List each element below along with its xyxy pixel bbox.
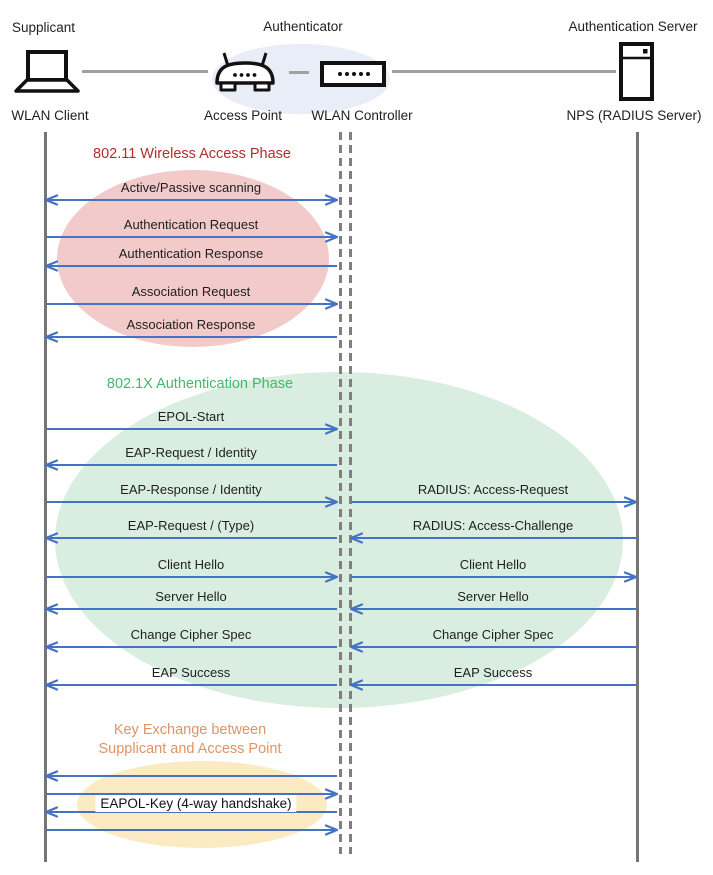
role-label-authenticator: Authenticator [263,19,343,34]
node-label-wlan-client: WLAN Client [11,108,89,123]
message-label: Change Cipher Spec [130,627,252,642]
controller-lifeline-dashed-1 [339,132,342,854]
message-label: EAP Success [453,665,533,680]
message-label: Server Hello [155,589,227,604]
phase-title-key-exchange-line2: Supplicant and Access Point [98,741,282,757]
server-icon [617,41,657,103]
message-label: EAP-Response / Identity [120,482,262,497]
node-label-access-point: Access Point [203,108,283,123]
node-label-wlan-controller: WLAN Controller [311,108,413,123]
message-label: Client Hello [157,557,225,572]
message-label: Change Cipher Spec [432,627,554,642]
message-label: Authentication Response [118,246,264,261]
message-label: RADIUS: Access-Challenge [412,518,574,533]
message-label: Association Request [131,284,251,299]
role-label-supplicant: Supplicant [12,20,76,35]
message-label: Server Hello [457,589,529,604]
radius-server-lifeline [636,132,639,862]
access-point-icon [211,50,279,94]
message-label: Client Hello [459,557,527,572]
message-label: Authentication Request [123,217,259,232]
connector-ap-controller [289,71,309,74]
message-label: EAP-Request / (Type) [127,518,255,533]
role-label-authentication-server: Authentication Server [568,19,698,34]
wlan-controller-icon [319,60,387,88]
laptop-icon [13,48,81,96]
message-label: EPOL-Start [157,409,225,424]
eapol-key-label: EAPOL-Key (4-way handshake) [95,795,297,812]
phase-title-key-exchange-line1: Key Exchange between [113,722,267,738]
connector-controller-server [392,70,616,73]
phase-title-8021x-authentication: 802.1X Authentication Phase [106,376,294,392]
message-label: EAP Success [151,665,231,680]
message-label: Active/Passive scanning [120,180,262,195]
phase-title-80211-wireless-access: 802.11 Wireless Access Phase [93,146,291,162]
connector-client-ap [82,70,208,73]
controller-lifeline-dashed-2 [349,132,352,854]
message-label: Association Response [126,317,256,332]
message-label: EAP-Request / Identity [125,445,257,460]
wlan-client-lifeline [44,132,47,862]
node-label-nps-radius-server: NPS (RADIUS Server) [566,108,702,123]
message-label: RADIUS: Access-Request [417,482,569,497]
